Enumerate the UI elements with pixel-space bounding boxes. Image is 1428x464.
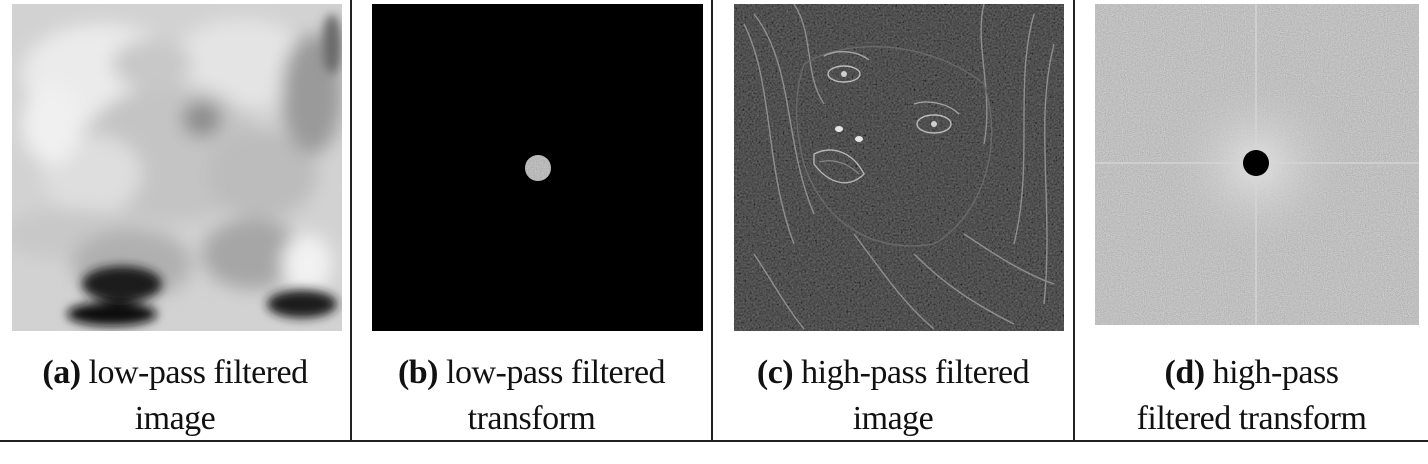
high-pass-filtered-image (734, 4, 1064, 331)
caption-a: (a) low-pass filtered image (0, 350, 350, 442)
caption-text: high-pass (1212, 354, 1339, 391)
panel-divider (350, 0, 352, 442)
panel-divider (711, 0, 713, 442)
caption-label: (c) (756, 354, 794, 391)
bottom-rule (0, 440, 1428, 442)
caption-d: (d) high-pass filtered transform (1075, 350, 1428, 442)
caption-text: image (134, 400, 216, 437)
caption-label: (b) (397, 354, 439, 391)
caption-text: low-pass filtered (88, 354, 309, 391)
caption-text: image (852, 400, 934, 437)
caption-text: low-pass filtered (446, 354, 666, 391)
caption-label: (d) (1164, 354, 1206, 391)
caption-label: (a) (42, 354, 81, 391)
caption-b: (b) low-pass filtered transform (352, 350, 711, 442)
panel-divider (1073, 0, 1075, 442)
caption-text: filtered transform (1136, 400, 1367, 437)
high-pass-filtered-transform (1095, 4, 1419, 325)
low-pass-filtered-image (12, 4, 342, 331)
low-pass-filtered-transform (372, 4, 703, 331)
caption-text: high-pass filtered (801, 354, 1030, 391)
caption-text: transform (467, 400, 596, 437)
caption-c: (c) high-pass filtered image (713, 350, 1073, 442)
